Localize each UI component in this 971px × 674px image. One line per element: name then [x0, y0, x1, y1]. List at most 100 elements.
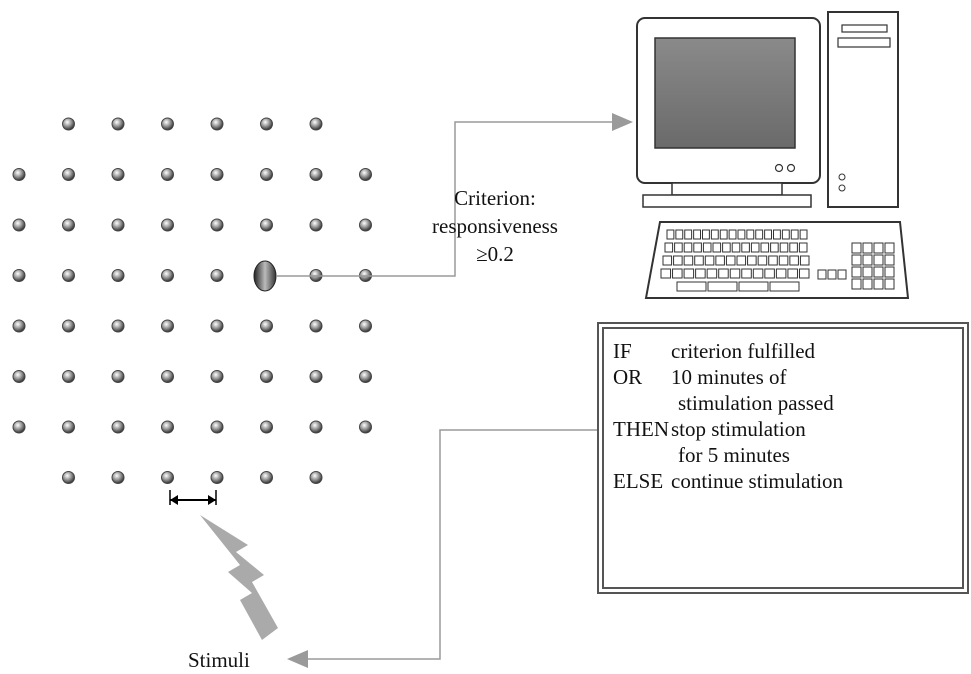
- electrode: [12, 370, 26, 383]
- electrode: [309, 471, 323, 484]
- control-arrow-to-stimuli: [287, 429, 597, 668]
- electrode: [111, 370, 125, 383]
- key: [798, 242, 808, 253]
- electrode: [309, 370, 323, 383]
- electrode: [111, 319, 125, 333]
- key: [662, 255, 673, 266]
- electrode: [359, 319, 372, 333]
- electrode: [161, 168, 174, 181]
- arrow-key: [837, 269, 847, 280]
- electrode: [12, 218, 26, 232]
- key: [702, 229, 710, 240]
- rule-keyword: ELSE: [613, 469, 664, 493]
- key: [798, 268, 810, 279]
- key: [790, 229, 799, 240]
- key: [660, 268, 672, 279]
- numpad-key: [851, 278, 862, 290]
- key: [728, 229, 737, 240]
- electrode: [12, 168, 26, 181]
- electrode: [210, 471, 224, 484]
- electrode: [111, 218, 125, 232]
- key: [760, 242, 770, 253]
- electrode: [210, 117, 224, 131]
- electrode: [161, 319, 174, 333]
- electrode: [111, 168, 125, 181]
- numpad-key: [873, 278, 884, 290]
- keyboard-keys: [660, 229, 895, 292]
- key: [755, 229, 764, 240]
- key: [715, 255, 725, 266]
- key: [799, 255, 810, 266]
- key: [675, 229, 684, 240]
- rule-then: THENstop stimulation: [613, 416, 806, 442]
- numpad-key: [851, 266, 862, 278]
- key: [683, 255, 694, 266]
- electrode: [62, 420, 75, 434]
- key: [781, 229, 790, 240]
- key: [694, 255, 704, 266]
- key: [736, 255, 747, 266]
- rule-text: continue stimulation: [671, 469, 844, 493]
- key: [764, 229, 772, 240]
- key: [704, 255, 715, 266]
- key: [768, 255, 778, 266]
- key: [764, 268, 775, 279]
- electrode: [161, 370, 174, 383]
- numpad-key: [862, 266, 873, 278]
- key: [779, 242, 789, 253]
- key: [773, 229, 781, 240]
- key: [664, 242, 674, 253]
- rule-text: stop stimulation: [671, 417, 806, 441]
- rule-keyword: IF: [613, 339, 632, 363]
- key: [789, 242, 798, 253]
- electrode: [260, 168, 273, 181]
- electrode: [62, 117, 75, 131]
- electrode-array: [12, 117, 372, 484]
- numpad-key: [884, 266, 895, 278]
- electrode: [111, 269, 125, 282]
- key: [693, 242, 702, 253]
- electrode: [210, 168, 224, 181]
- rule-text: 10 minutes of: [671, 365, 787, 389]
- numpad-key: [851, 254, 862, 266]
- electrode: [62, 370, 75, 383]
- key: [752, 268, 764, 279]
- key: [674, 242, 683, 253]
- key: [799, 229, 808, 240]
- criterion-measure: responsiveness: [432, 214, 558, 238]
- electrode: [62, 218, 75, 232]
- numpad-key: [884, 254, 895, 266]
- key: [775, 268, 787, 279]
- stimuli-label: Stimuli: [188, 648, 250, 672]
- electrode-spacing-indicator: [169, 490, 217, 505]
- key: [676, 281, 707, 292]
- electrode: [260, 370, 273, 383]
- electrode: [309, 420, 323, 434]
- key: [738, 281, 769, 292]
- numpad-key: [862, 254, 873, 266]
- key: [702, 242, 712, 253]
- numpad-key: [862, 242, 873, 254]
- key: [747, 255, 757, 266]
- numpad-key: [884, 278, 895, 290]
- electrode: [359, 370, 372, 383]
- electrode: [359, 420, 372, 434]
- electrode: [210, 269, 224, 282]
- electrode: [260, 218, 273, 232]
- key: [757, 255, 768, 266]
- numpad-key: [862, 278, 873, 290]
- numpad-key: [873, 254, 884, 266]
- electrode: [62, 471, 75, 484]
- rule-then-continuation: for 5 minutes: [678, 443, 790, 467]
- electrode: [111, 117, 125, 131]
- electrode: [161, 471, 174, 484]
- rule-keyword: OR: [613, 365, 643, 389]
- key: [722, 242, 731, 253]
- key: [695, 268, 706, 279]
- rule-or-continuation: stimulation passed: [678, 391, 834, 415]
- electrode: [62, 269, 75, 282]
- numpad-key: [884, 242, 895, 254]
